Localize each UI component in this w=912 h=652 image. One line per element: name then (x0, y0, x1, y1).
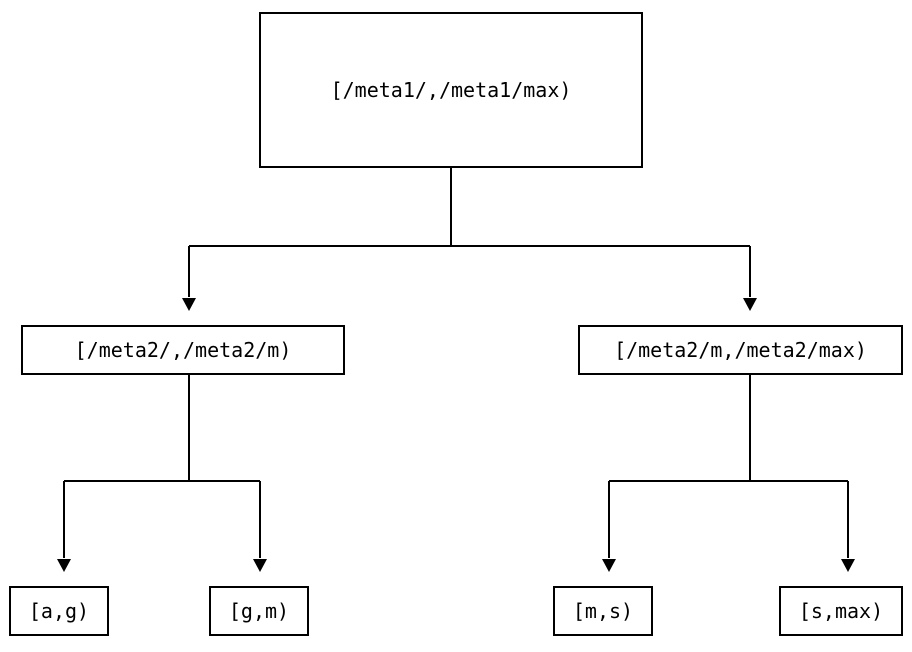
node-mid-left-label: [/meta2/,/meta2/m) (74, 338, 292, 362)
node-mid-left[interactable]: [/meta2/,/meta2/m) (21, 325, 345, 375)
arrowhead-to-mid-left (182, 298, 196, 311)
node-mid-right[interactable]: [/meta2/m,/meta2/max) (578, 325, 903, 375)
arrowhead-to-leaf-smax (841, 559, 855, 572)
node-leaf-ms[interactable]: [m,s) (553, 586, 653, 636)
arrowhead-to-leaf-gm (253, 559, 267, 572)
arrowhead-to-mid-right (743, 298, 757, 311)
node-leaf-smax[interactable]: [s,max) (779, 586, 903, 636)
arrowhead-to-leaf-ag (57, 559, 71, 572)
node-leaf-gm-label: [g,m) (228, 599, 290, 623)
node-root-label: [/meta1/,/meta1/max) (330, 78, 572, 102)
node-leaf-smax-label: [s,max) (798, 599, 884, 623)
node-leaf-ag-label: [a,g) (28, 599, 90, 623)
arrowhead-to-leaf-ms (602, 559, 616, 572)
node-leaf-ms-label: [m,s) (572, 599, 634, 623)
node-root[interactable]: [/meta1/,/meta1/max) (259, 12, 643, 168)
node-mid-right-label: [/meta2/m,/meta2/max) (614, 338, 867, 362)
node-leaf-ag[interactable]: [a,g) (9, 586, 109, 636)
node-leaf-gm[interactable]: [g,m) (209, 586, 309, 636)
